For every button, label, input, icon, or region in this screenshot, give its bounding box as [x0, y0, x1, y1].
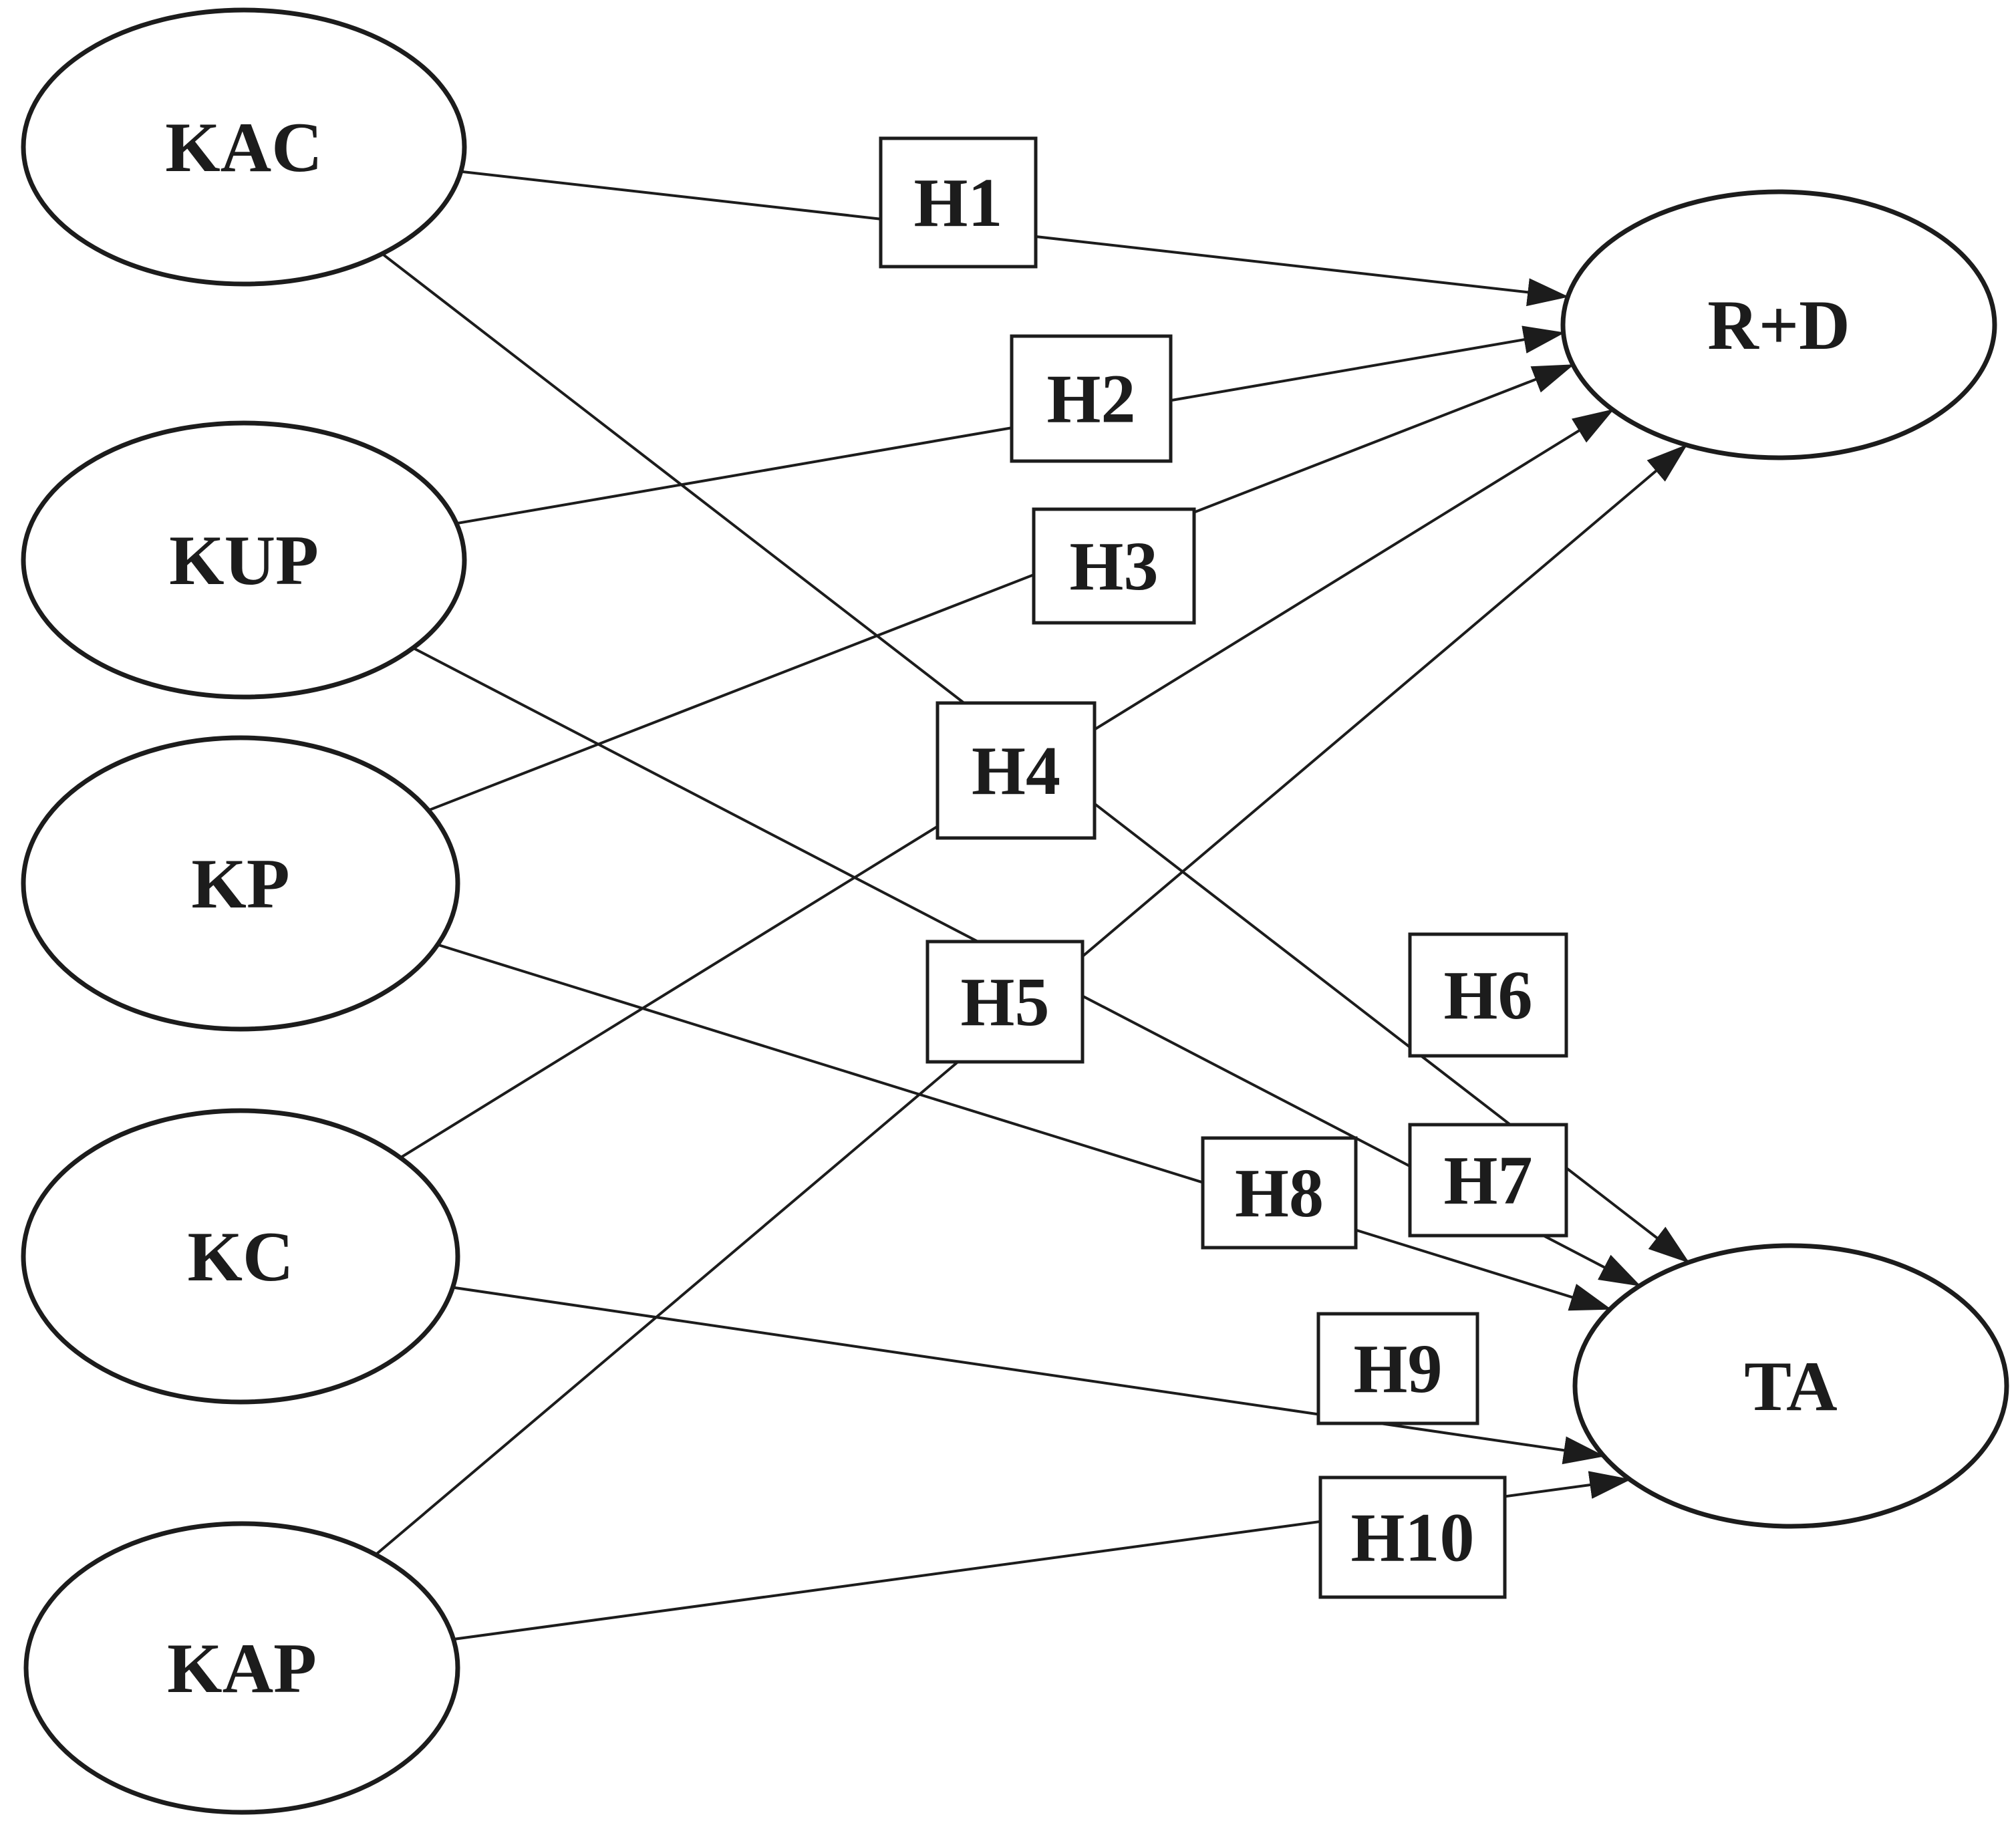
- node-ellipse-rd: [1560, 189, 1997, 460]
- node-label-kap: KAP: [167, 1629, 317, 1707]
- edges-layer: [239, 146, 1690, 1669]
- node-kac: KAC: [21, 7, 467, 287]
- hypothesis-h8: H8: [1201, 1136, 1358, 1250]
- hypothesis-box-h5: [925, 940, 1085, 1064]
- hypothesis-box-h6: [1408, 932, 1568, 1058]
- hypothesis-h5: H5: [925, 940, 1085, 1064]
- edge-h4-arrow: [239, 408, 1614, 1258]
- node-ellipse-kac: [21, 7, 467, 287]
- hypothesis-box-h2: [1010, 334, 1173, 463]
- node-ta: TA: [1572, 1243, 2009, 1529]
- hypothesis-h2: H2: [1010, 334, 1173, 463]
- node-label-ta: TA: [1744, 1347, 1837, 1425]
- nodes-layer: KAC KUP KP KC KAP R+D TA: [21, 7, 2009, 1815]
- hypothesis-label-h7: H7: [1444, 1142, 1533, 1219]
- hypothesis-box-h4: [935, 701, 1097, 840]
- hypothesis-box-h1: [879, 136, 1038, 269]
- hypothesis-h9: H9: [1316, 1312, 1479, 1425]
- edge-h7-arrow: [243, 559, 1641, 1287]
- hypothesis-label-h5: H5: [961, 964, 1050, 1040]
- node-ellipse-kc: [21, 1108, 460, 1405]
- hypothesis-label-h1: H1: [914, 164, 1003, 241]
- node-kp: KP: [21, 735, 460, 1032]
- node-rd: R+D: [1560, 189, 1997, 460]
- hypothesis-label-h6: H6: [1444, 957, 1533, 1034]
- hypothesis-label-h3: H3: [1070, 528, 1159, 605]
- hypothesis-h7: H7: [1408, 1123, 1568, 1238]
- hypothesis-box-h8: [1201, 1136, 1358, 1250]
- hypothesis-h1: H1: [879, 136, 1038, 269]
- hypothesis-box-h10: [1318, 1476, 1507, 1599]
- node-kc: KC: [21, 1108, 460, 1405]
- hypothesis-label-h9: H9: [1354, 1330, 1443, 1407]
- edge-h3-arrow: [240, 364, 1574, 885]
- node-label-kp: KP: [191, 845, 289, 923]
- hypothesis-label-h4: H4: [972, 732, 1060, 809]
- hypothesis-box-h9: [1316, 1312, 1479, 1425]
- hypothesis-h3: H3: [1032, 507, 1196, 625]
- edge-h8-arrow: [240, 882, 1612, 1311]
- node-kup: KUP: [21, 420, 467, 700]
- node-label-kc: KC: [188, 1218, 294, 1296]
- node-label-rd: R+D: [1707, 286, 1850, 364]
- edge-h2-arrow: [243, 325, 1565, 561]
- hypothesis-label-h2: H2: [1047, 361, 1136, 438]
- node-label-kac: KAC: [165, 108, 323, 186]
- node-ellipse-kup: [21, 420, 467, 700]
- hypothesis-label-h10: H10: [1351, 1500, 1475, 1576]
- hypothesis-box-h7: [1408, 1123, 1568, 1238]
- node-kap: KAP: [23, 1521, 460, 1815]
- node-label-kup: KUP: [169, 521, 319, 599]
- hypothesis-h6: H6: [1408, 932, 1568, 1058]
- node-ellipse-kp: [21, 735, 460, 1032]
- hypothesis-h10: H10: [1318, 1476, 1507, 1599]
- hypothesis-label-h8: H8: [1235, 1155, 1324, 1232]
- hypothesis-h4: H4: [935, 701, 1097, 840]
- node-ellipse-kap: [23, 1521, 460, 1815]
- node-ellipse-ta: [1572, 1243, 2009, 1529]
- hypothesis-box-h3: [1032, 507, 1196, 625]
